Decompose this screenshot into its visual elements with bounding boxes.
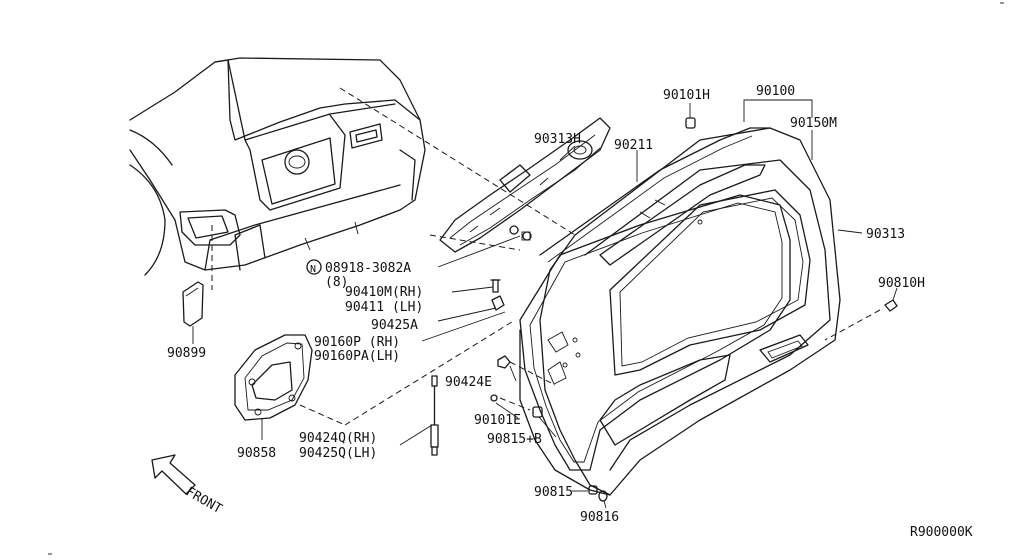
vehicle-rear-illustration [129,57,426,276]
label-90160PA: 90160PA(LH) [314,349,400,364]
front-label: FRONT [183,484,225,517]
label-90899: 90899 [167,346,206,361]
assembly-dashed-lines [211,87,881,426]
label-90424E: 90424E [445,375,492,390]
label-90816: 90816 [580,510,619,525]
label-90101E: 90101E [474,413,521,428]
bolt-symbol: N [306,259,322,275]
label-90815B: 90815+B [487,432,542,447]
back-door-panel [519,127,841,496]
label-90815: 90815 [534,485,573,500]
stay-damper [430,375,439,456]
label-90211: 90211 [614,138,653,153]
inner-finisher-module [439,117,611,253]
front-direction-arrow: FRONT [151,454,225,517]
label-90150M: 90150M [790,116,837,131]
label-90101H: 90101H [663,88,710,103]
label-90425Q: 90425Q(LH) [299,446,377,461]
label-08918-qty: (8) [325,275,348,290]
label-08918-3082A: 08918-3082A [325,261,411,276]
diagram-ref-code: R900000K [910,525,973,540]
label-90858: 90858 [237,446,276,461]
label-90410M: 90410M(RH) [345,285,423,300]
label-90313: 90313 [866,227,905,242]
pad-90899 [182,281,204,327]
bracket-90858 [234,334,313,421]
label-90424Q: 90424Q(RH) [299,431,377,446]
label-90411: 90411 (LH) [345,300,423,315]
leader-lines [192,99,898,509]
part-labels: 90101H 90100 90150M 90313H 90211 90313 9… [167,84,973,540]
label-90100: 90100 [756,84,795,99]
label-90160P: 90160P (RH) [314,335,400,350]
label-90810H: 90810H [878,276,925,291]
bolt-symbol-letter: N [310,264,316,275]
label-90313H: 90313H [534,132,581,147]
small-fasteners [490,117,898,502]
label-90425A: 90425A [371,318,418,333]
